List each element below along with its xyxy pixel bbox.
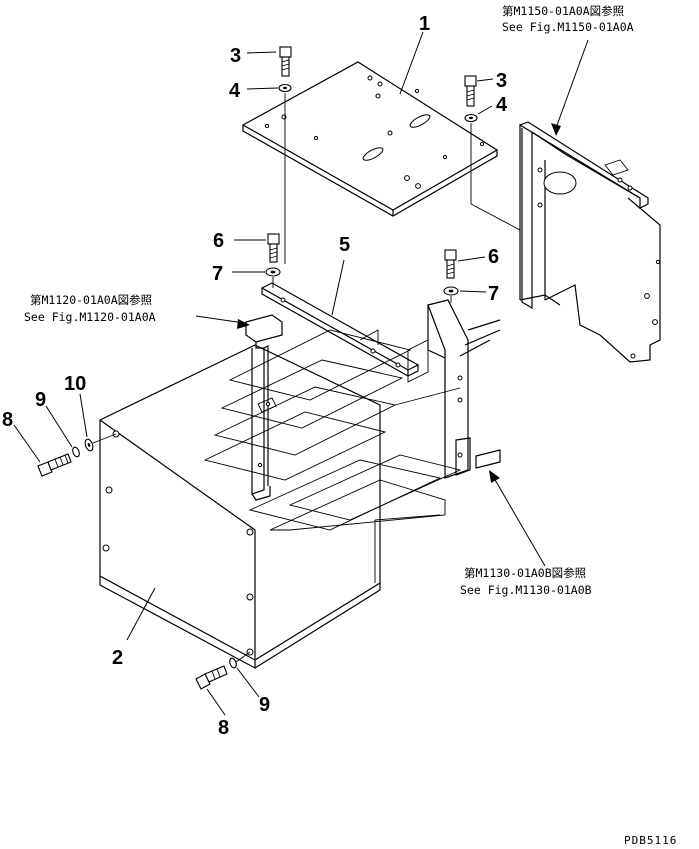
ref-m1120-jp: 第M1120-01A0A図参照: [30, 293, 152, 307]
ref-m1130-jp: 第M1130-01A0B図参照: [464, 566, 586, 580]
part-label-7a: 7: [212, 263, 223, 285]
washer-10-icon: [84, 438, 94, 452]
part-label-8a: 8: [2, 409, 13, 431]
bolt-6a-icon: [267, 233, 280, 263]
left-bracket: [245, 314, 283, 501]
washer-4b-icon: [464, 113, 478, 123]
figure-references: 第M1150-01A0A図参照 See Fig.M1150-01A0A 第M11…: [24, 4, 634, 597]
part-label-3b: 3: [496, 70, 507, 92]
part-label-1: 1: [419, 13, 430, 35]
fastener-line-8a: [92, 433, 117, 444]
part-label-5: 5: [339, 234, 350, 256]
washer-7b-icon: [443, 286, 459, 296]
bolt-3b-icon: [464, 75, 477, 107]
washer-7a-icon: [265, 267, 281, 277]
ref-m1150-en: See Fig.M1150-01A0A: [502, 20, 634, 34]
washer-9b-icon: [229, 657, 237, 669]
side-panel-part: [99, 344, 381, 670]
ref-m1130-en: See Fig.M1130-01A0B: [460, 583, 592, 597]
bolt-8b-icon: [195, 665, 228, 690]
part-labels: 1 2 3 3 4 4 5 6 6 7 7 8 8 9 9 10: [2, 13, 508, 739]
right-frame: [518, 121, 661, 363]
ref-m1150-jp: 第M1150-01A0A図参照: [502, 4, 624, 18]
part-label-3a: 3: [230, 45, 241, 67]
part-label-4a: 4: [229, 80, 241, 102]
housing-body: [203, 299, 501, 583]
part-label-7b: 7: [488, 283, 499, 305]
reference-arrows: [195, 39, 589, 567]
drawing-code: PDB5116: [624, 834, 677, 847]
part-label-2: 2: [112, 647, 123, 669]
cover-plate-part: [241, 61, 499, 217]
washer-4a-icon: [278, 83, 292, 93]
fastener-line-8b: [235, 651, 251, 663]
bolt-6b-icon: [444, 249, 457, 279]
fastener-line-right: [470, 123, 521, 231]
part-label-10: 10: [64, 373, 86, 395]
ref-m1120-en: See Fig.M1120-01A0A: [24, 310, 156, 324]
leader-lines: [13, 31, 494, 716]
part-label-6b: 6: [488, 246, 499, 268]
part-label-9a: 9: [35, 389, 46, 411]
part-label-9b: 9: [259, 694, 270, 716]
part-label-6a: 6: [213, 230, 224, 252]
washer-9a-icon: [72, 446, 80, 458]
bolt-3a-icon: [279, 46, 292, 77]
part-label-8b: 8: [218, 717, 229, 739]
cross-bar-part: [260, 282, 420, 378]
bolt-8a-icon: [37, 453, 72, 477]
part-label-4b: 4: [496, 94, 508, 116]
